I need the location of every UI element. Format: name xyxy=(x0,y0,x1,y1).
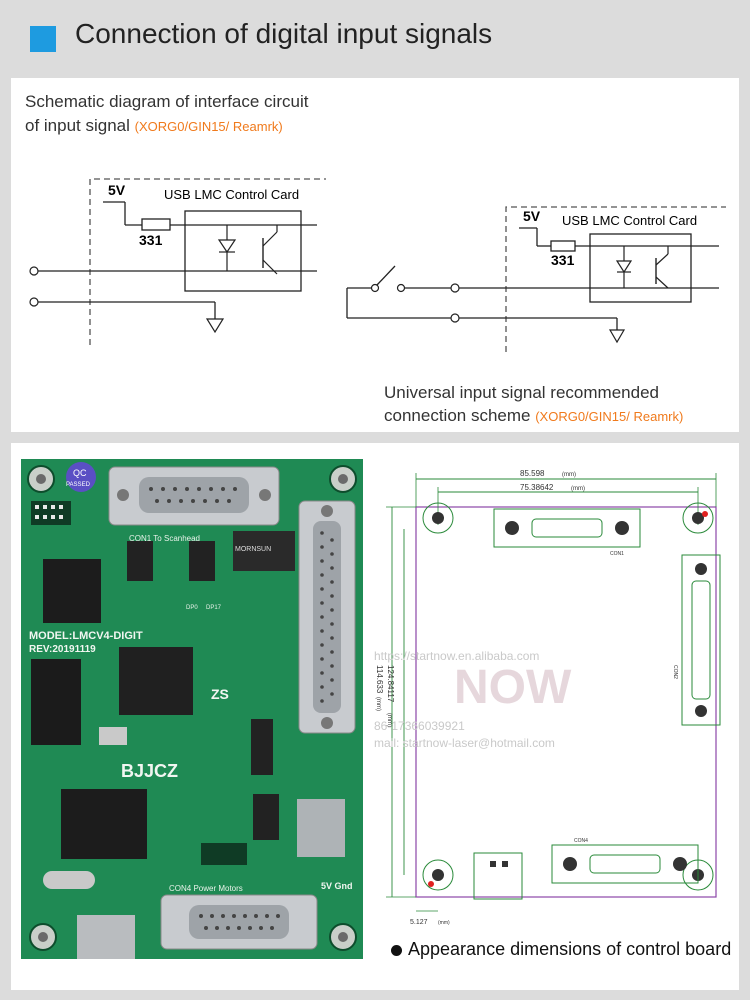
card-boundary-dashed-2 xyxy=(505,206,726,352)
dim-con1-label: CON1 xyxy=(610,551,624,557)
model-silk-label: MODEL:LMCV4-DIGIT xyxy=(29,630,143,642)
qc-sticker-icon xyxy=(66,462,96,492)
board-illustration: QC PASSED CON1 To Scanhead MORNSUN xyxy=(27,462,357,959)
height-outer-value: 124.84117 xyxy=(386,665,395,703)
led-diode-icon xyxy=(217,239,237,254)
pin-header-2 xyxy=(201,843,247,865)
watermark-phone: 86-17366039921 xyxy=(374,719,465,733)
recommended-caption-line1: Universal input signal recommended xyxy=(384,383,659,402)
header: Connection of digital input signals xyxy=(0,0,750,78)
led-diode-icon-2 xyxy=(615,260,633,274)
fpga-chip xyxy=(119,647,193,715)
resistor-label: 331 xyxy=(139,232,163,248)
page-title: Connection of digital input signals xyxy=(75,18,493,49)
dim-con4-label: CON4 xyxy=(574,838,588,844)
optocoupler-box xyxy=(184,210,302,292)
usb-mcu-chip xyxy=(61,789,147,859)
pin-header xyxy=(31,501,71,525)
ic-chip-1 xyxy=(127,541,153,581)
dim-hole-bl xyxy=(432,869,444,881)
resistor-label-2: 331 xyxy=(551,252,575,268)
isolator-label: MORNSUN xyxy=(235,546,271,553)
card-boundary-dashed xyxy=(89,178,326,345)
brand-silk-label: BJJCZ xyxy=(121,761,178,781)
input-terminal-4 xyxy=(450,313,460,323)
isolator-chip xyxy=(233,531,295,571)
schematic-title-line2: of input signal (XORG0/GIN15/ Reamrk) xyxy=(25,116,283,136)
board-caption-text: Appearance dimensions of control board xyxy=(408,939,732,959)
memory-chip xyxy=(31,659,81,745)
passed-label: PASSED xyxy=(66,482,91,488)
crystal-oscillator xyxy=(99,727,127,745)
dp0-label: DP0 xyxy=(186,605,198,611)
schematic-title-text: of input signal xyxy=(25,116,130,135)
input-terminal-3 xyxy=(450,283,460,293)
dim-con4 xyxy=(551,844,699,884)
ic-chip-4 xyxy=(253,794,279,840)
ground-icon-2 xyxy=(608,329,626,344)
dim-hole-tl xyxy=(432,512,444,524)
schematic-right-diagram: 5V 331 USB LMC Control Card xyxy=(346,206,726,352)
width-outer-unit: (mm) xyxy=(562,472,576,478)
dim-con2-label: CON2 xyxy=(672,665,678,679)
schematic-left-diagram: 5V 331 USB LMC Control Card xyxy=(29,178,326,345)
offset-value: 5.127 xyxy=(410,919,428,926)
watermark-brand: NOW xyxy=(454,661,572,714)
con1-silk-label: CON1 To Scanhead xyxy=(129,534,200,543)
ic-chip-3 xyxy=(251,719,273,775)
width-inner-value: 75.38642 xyxy=(520,483,554,492)
switch-icon xyxy=(376,265,396,286)
height-outer-unit: (mm) xyxy=(386,713,392,727)
height-inner-unit: (mm) xyxy=(375,697,381,711)
recommended-signal-list: (XORG0/GIN15/ Reamrk) xyxy=(535,409,684,424)
zs-silk-label: ZS xyxy=(211,686,229,702)
recommended-caption-text: connection scheme xyxy=(384,406,531,425)
watermark-mail: mail: startnow-laser@hotmail.com xyxy=(374,736,555,750)
supply-voltage-label: 5V xyxy=(108,182,126,198)
board-outline xyxy=(415,506,717,898)
height-inner-value: 114.633 xyxy=(375,665,384,694)
dim-con2 xyxy=(681,554,721,726)
dimension-drawing: 85.598 (mm) 75.38642 (mm) 124.84117 (mm)… xyxy=(374,465,734,935)
control-board-photo: QC PASSED CON1 To Scanhead MORNSUN xyxy=(21,459,363,959)
bullet-icon xyxy=(391,944,402,956)
dp17-label: DP17 xyxy=(206,605,222,611)
usb-port xyxy=(77,915,135,959)
optocoupler-box-2 xyxy=(589,233,692,303)
width-inner-unit: (mm) xyxy=(571,486,585,492)
supply-voltage-label-2: 5V xyxy=(523,208,541,224)
width-outer-value: 85.598 xyxy=(520,469,545,478)
schematic-title-line1: Schematic diagram of interface circuit xyxy=(25,92,309,111)
watermark-url: https://startnow.en.alibaba.com xyxy=(374,649,539,663)
switch-contact-1 xyxy=(370,283,380,293)
schematic-panel: Schematic diagram of interface circuit o… xyxy=(11,78,739,432)
crystal-bottom xyxy=(43,871,95,889)
mcu-chip xyxy=(43,559,101,623)
rev-silk-label: REV:20191119 xyxy=(29,644,96,655)
qc-label: QC xyxy=(73,468,87,478)
card-label-2: USB LMC Control Card xyxy=(562,213,697,228)
board-panel: QC PASSED CON1 To Scanhead MORNSUN xyxy=(11,443,739,990)
vgnd-silk-label: 5V Gnd xyxy=(321,881,353,891)
resistor-symbol-2 xyxy=(550,240,576,252)
card-label: USB LMC Control Card xyxy=(164,187,299,202)
dim-con1 xyxy=(493,508,641,548)
dim-hole-tr xyxy=(692,512,704,524)
switch-contact-2 xyxy=(396,283,406,293)
dim-usb xyxy=(473,852,523,900)
offset-unit: (mm) xyxy=(438,920,450,926)
voltage-regulator xyxy=(297,799,345,857)
title-marker-icon xyxy=(30,26,56,52)
dimension-svg: 85.598 (mm) 75.38642 (mm) 124.84117 (mm)… xyxy=(374,469,721,926)
board-caption: Appearance dimensions of control board xyxy=(391,939,731,960)
ground-icon xyxy=(205,318,225,334)
recommended-caption-line2: connection scheme (XORG0/GIN15/ Reamrk) xyxy=(384,406,683,426)
ic-chip-2 xyxy=(189,541,215,581)
schematic-signal-list: (XORG0/GIN15/ Reamrk) xyxy=(134,119,283,134)
con4-silk-label: CON4 Power Motors xyxy=(169,884,243,893)
